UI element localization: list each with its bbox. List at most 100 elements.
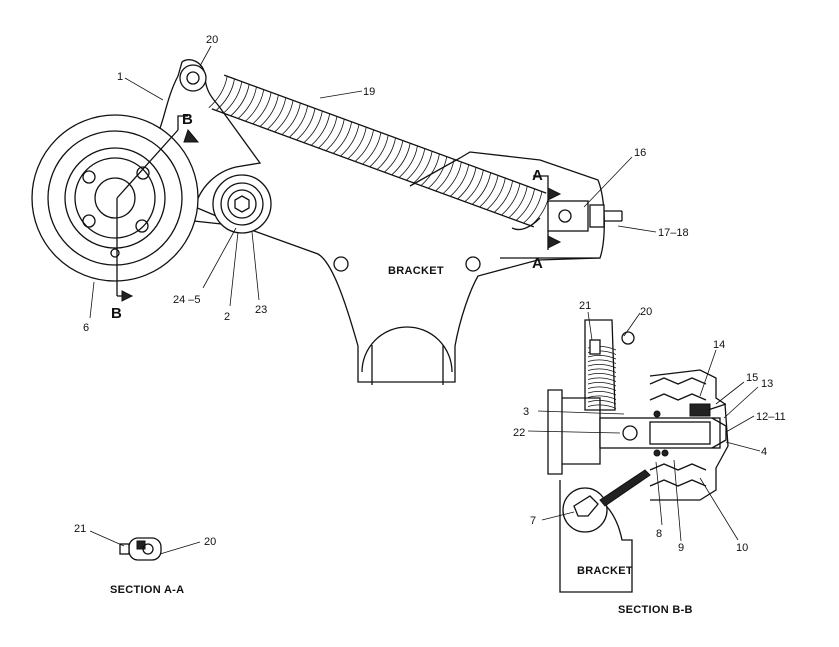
anchor-block — [547, 200, 589, 232]
callout-14: 14 — [713, 339, 725, 351]
bracket-lower-hub — [361, 326, 453, 373]
callout-17-18: 17–18 — [658, 227, 689, 239]
spring-coil — [369, 135, 389, 168]
spring-coil — [501, 183, 521, 216]
pivot-boss — [179, 64, 207, 92]
spring-coil — [376, 137, 396, 170]
pivot-pin — [186, 71, 200, 85]
callout-16: 16 — [634, 147, 646, 159]
spring-coil — [442, 161, 462, 194]
callout-22: 22 — [513, 427, 525, 439]
spring-coil-section — [587, 395, 617, 400]
callout-7: 7 — [530, 515, 536, 527]
spring-coil — [493, 180, 514, 213]
spring-coil-section — [587, 382, 617, 387]
spring-coil — [508, 186, 528, 219]
spring-coil — [464, 169, 484, 202]
callout-13: 13 — [761, 378, 773, 390]
pulley-bore — [94, 177, 136, 219]
pulley-groove-line — [649, 463, 707, 471]
spring-coil — [479, 175, 499, 208]
section-b-letter-top: B — [182, 111, 193, 128]
spring-coil — [347, 127, 367, 160]
idler-bolt-hex — [234, 195, 250, 213]
spring-coil — [457, 167, 477, 200]
spring-coil-section — [587, 364, 617, 369]
section-b-shaft — [599, 417, 721, 449]
spring-coil — [289, 105, 309, 138]
callout-3: 3 — [523, 406, 529, 418]
spring-coil — [486, 178, 506, 211]
callout-20-secb: 20 — [640, 306, 652, 318]
spring-coil — [252, 92, 272, 125]
callout-19: 19 — [363, 86, 375, 98]
pulley-outer-rim — [31, 114, 199, 282]
callout-23: 23 — [255, 304, 267, 316]
callout-8: 8 — [656, 528, 662, 540]
spring-coil-section — [587, 355, 617, 360]
bracket-hole-right — [465, 256, 481, 272]
spring-coil — [318, 116, 338, 149]
spring-coil — [325, 119, 345, 152]
spring-coil — [406, 148, 426, 181]
idler-washer — [227, 189, 257, 219]
bracket-label-secb: BRACKET — [577, 565, 633, 577]
pulley-bolt-hole — [135, 219, 149, 233]
section-a-letter-top: A — [532, 167, 543, 184]
spring-coil — [391, 143, 411, 176]
anchor-nut — [589, 204, 605, 228]
spring-end-hook — [511, 217, 541, 231]
spring-coil — [428, 156, 448, 189]
callout-12-11: 12–11 — [756, 411, 786, 423]
anchor-pin — [558, 209, 572, 223]
section-b-letter-bottom: B — [111, 305, 122, 322]
spring-coil — [215, 78, 235, 111]
spring-coil — [413, 151, 433, 184]
spring-coil — [303, 110, 323, 143]
spring-coil — [450, 164, 470, 197]
idler-pulley — [212, 174, 272, 234]
spring-coil — [340, 124, 360, 157]
section-b-b-title: SECTION B-B — [618, 604, 693, 616]
spring-coil-section — [587, 359, 617, 364]
spring-coil — [281, 102, 301, 135]
spring-coil — [362, 132, 382, 165]
section-b-bolt-head — [622, 425, 638, 441]
callout-20-seca: 20 — [204, 536, 216, 548]
spring-coil — [435, 159, 455, 192]
spring-coil — [471, 172, 492, 205]
pulley-groove-line — [649, 393, 707, 401]
spring-coil — [245, 89, 265, 122]
callout-21-seca: 21 — [74, 523, 86, 535]
callout-20-main: 20 — [206, 34, 218, 46]
pulley-groove-line — [649, 377, 707, 385]
spring-coil — [398, 145, 418, 178]
pulley-groove — [47, 130, 183, 266]
section-a-letter-bottom: A — [532, 255, 543, 272]
spring-coil-section — [587, 400, 617, 405]
section-a-cut-line: A A — [500, 167, 600, 272]
spring-coil — [310, 113, 331, 146]
spring-coil — [332, 121, 353, 154]
section-a-a-title: SECTION A-A — [110, 584, 184, 596]
spring-coil — [267, 97, 287, 130]
spring-coil — [523, 191, 543, 224]
section-b-cut-line: B B — [111, 111, 200, 322]
spring-coil-section — [587, 368, 617, 373]
spring-coil-section — [587, 373, 617, 378]
callout-24-5: 24 –5 — [173, 294, 201, 306]
pulley-bolt-hole — [82, 170, 96, 184]
pulley-hub-ring — [64, 147, 166, 249]
callout-9: 9 — [678, 542, 684, 554]
spring-coil — [223, 81, 243, 114]
spring-coil — [237, 86, 257, 119]
spring-coil — [259, 94, 279, 127]
callout-21-secb: 21 — [579, 300, 591, 312]
callout-1: 1 — [117, 71, 123, 83]
spring-coil — [230, 84, 250, 117]
spring-coil — [384, 140, 404, 173]
pulley-bolt-hole — [82, 214, 96, 228]
spring-coil-section — [587, 386, 617, 391]
bracket-label-main: BRACKET — [388, 265, 444, 277]
